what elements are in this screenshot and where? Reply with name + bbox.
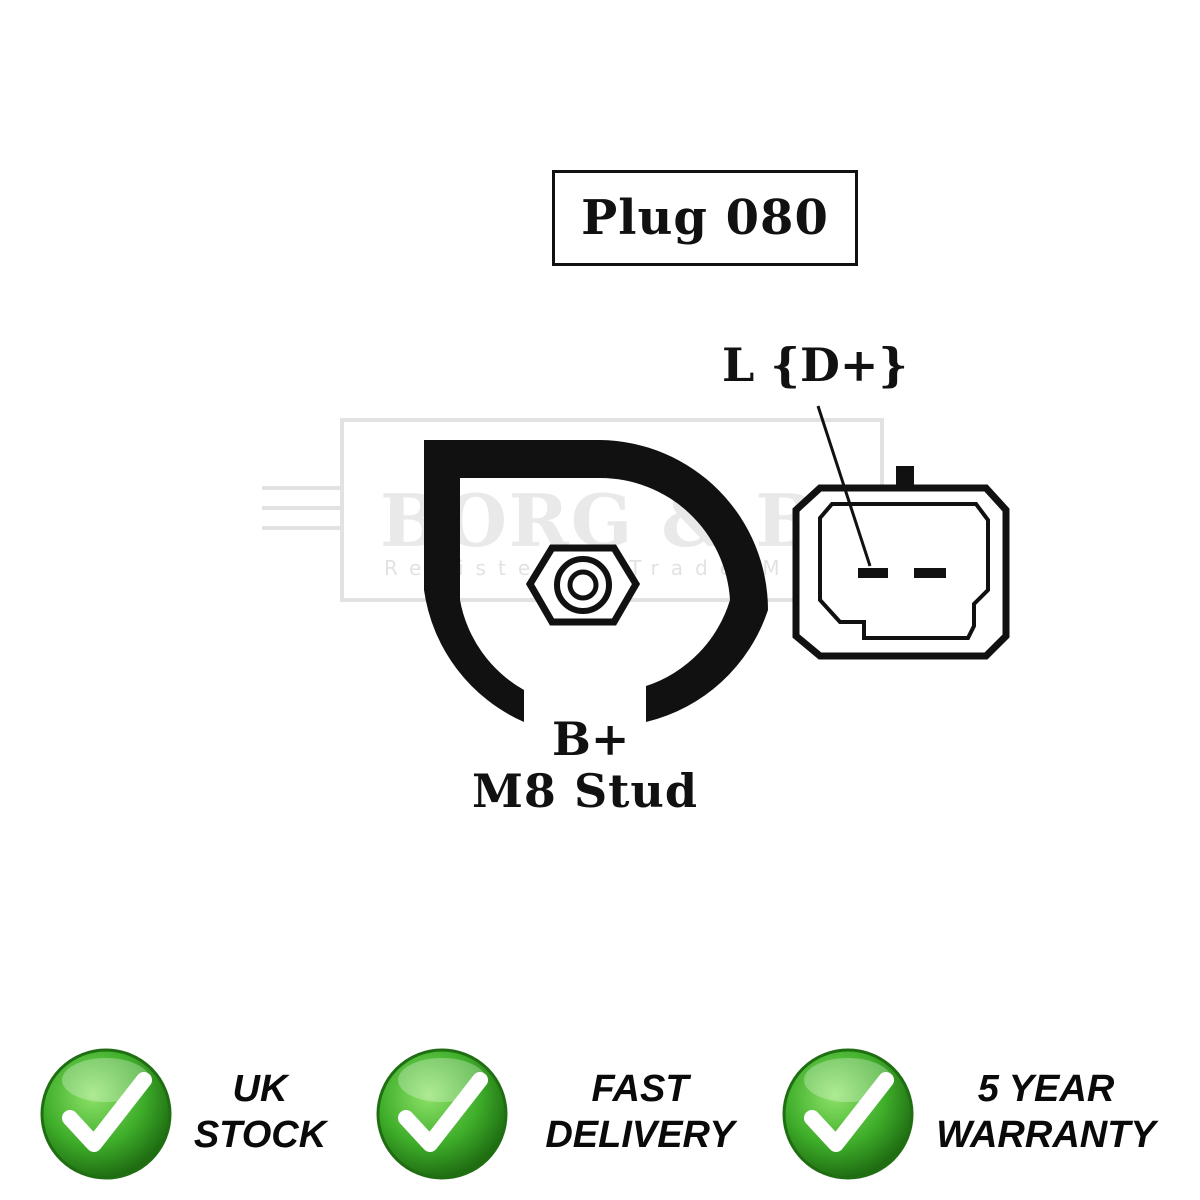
green-check-icon — [782, 1048, 914, 1180]
badge-line-1: FAST — [591, 1068, 689, 1110]
plug-connector — [792, 466, 1010, 660]
plug-label: Plug 080 — [581, 190, 829, 246]
terminal-l-label: L {D+} — [722, 338, 908, 392]
badge-5-year-warranty: 5 YEAR WARRANTY — [914, 1066, 1178, 1158]
green-check-icon — [40, 1048, 172, 1180]
badge-line-2: WARRANTY — [936, 1114, 1156, 1156]
badge-line-1: UK — [232, 1068, 288, 1110]
stud-size-label: M8 Stud — [472, 764, 699, 818]
l-terminal-leader — [816, 405, 872, 567]
badge-uk-stock: UK STOCK — [180, 1066, 340, 1158]
badge-line-1: 5 YEAR — [977, 1068, 1115, 1110]
badge-line-2: STOCK — [193, 1114, 327, 1156]
plug-label-box: Plug 080 — [552, 170, 858, 266]
badge-line-2: DELIVERY — [545, 1114, 735, 1156]
plug-pin-1 — [858, 568, 888, 578]
green-check-icon — [376, 1048, 508, 1180]
b-plus-bracket — [424, 440, 768, 722]
badge-fast-delivery: FAST DELIVERY — [522, 1066, 758, 1158]
plug-pin-2 — [914, 568, 946, 578]
m8-stud-icon — [525, 544, 641, 626]
terminal-b-label: B+ — [552, 712, 630, 766]
